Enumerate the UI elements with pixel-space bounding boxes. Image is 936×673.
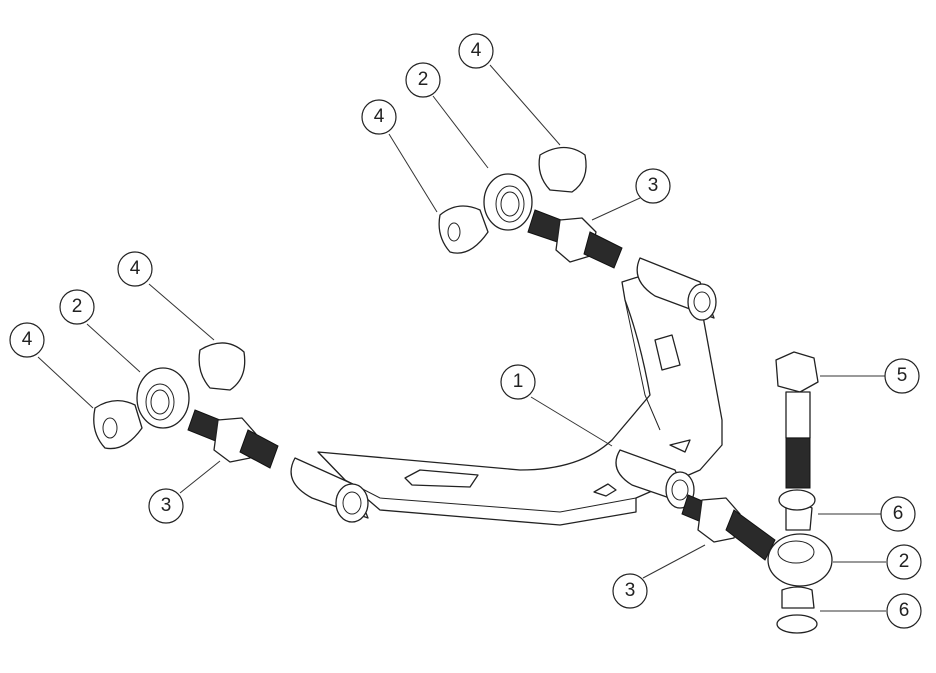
callout-6-spacer-upper: 6 bbox=[892, 503, 904, 524]
callout-4-spacer-upper-left: 4 bbox=[373, 106, 385, 127]
callout-1-control-arm: 1 bbox=[512, 371, 524, 392]
callout-4-spacer-left-top: 4 bbox=[129, 258, 141, 279]
callout-6-spacer-lower: 6 bbox=[898, 600, 910, 621]
rod-end-assembly-upper bbox=[438, 146, 623, 269]
bushing-left bbox=[290, 457, 369, 523]
callout-3-jam-nut-left: 3 bbox=[160, 495, 172, 516]
callout-2-rod-end-right: 2 bbox=[898, 551, 910, 572]
callout-balloons bbox=[9, 33, 922, 629]
leader-lines bbox=[37, 64, 886, 612]
bushing-right-top bbox=[636, 257, 717, 321]
callout-3-jam-nut-upper: 3 bbox=[647, 175, 659, 196]
rod-end-assembly-right bbox=[681, 351, 833, 634]
callout-4-spacer-upper-top: 4 bbox=[470, 40, 482, 61]
callout-4-spacer-left: 4 bbox=[21, 329, 33, 350]
callout-2-rod-end-left: 2 bbox=[71, 296, 83, 317]
callout-5-bolt: 5 bbox=[896, 365, 908, 386]
control-arm bbox=[290, 257, 723, 526]
rod-end-assembly-left bbox=[93, 342, 279, 469]
callout-3-jam-nut-right: 3 bbox=[624, 580, 636, 601]
callout-2-rod-end-upper: 2 bbox=[417, 69, 429, 90]
